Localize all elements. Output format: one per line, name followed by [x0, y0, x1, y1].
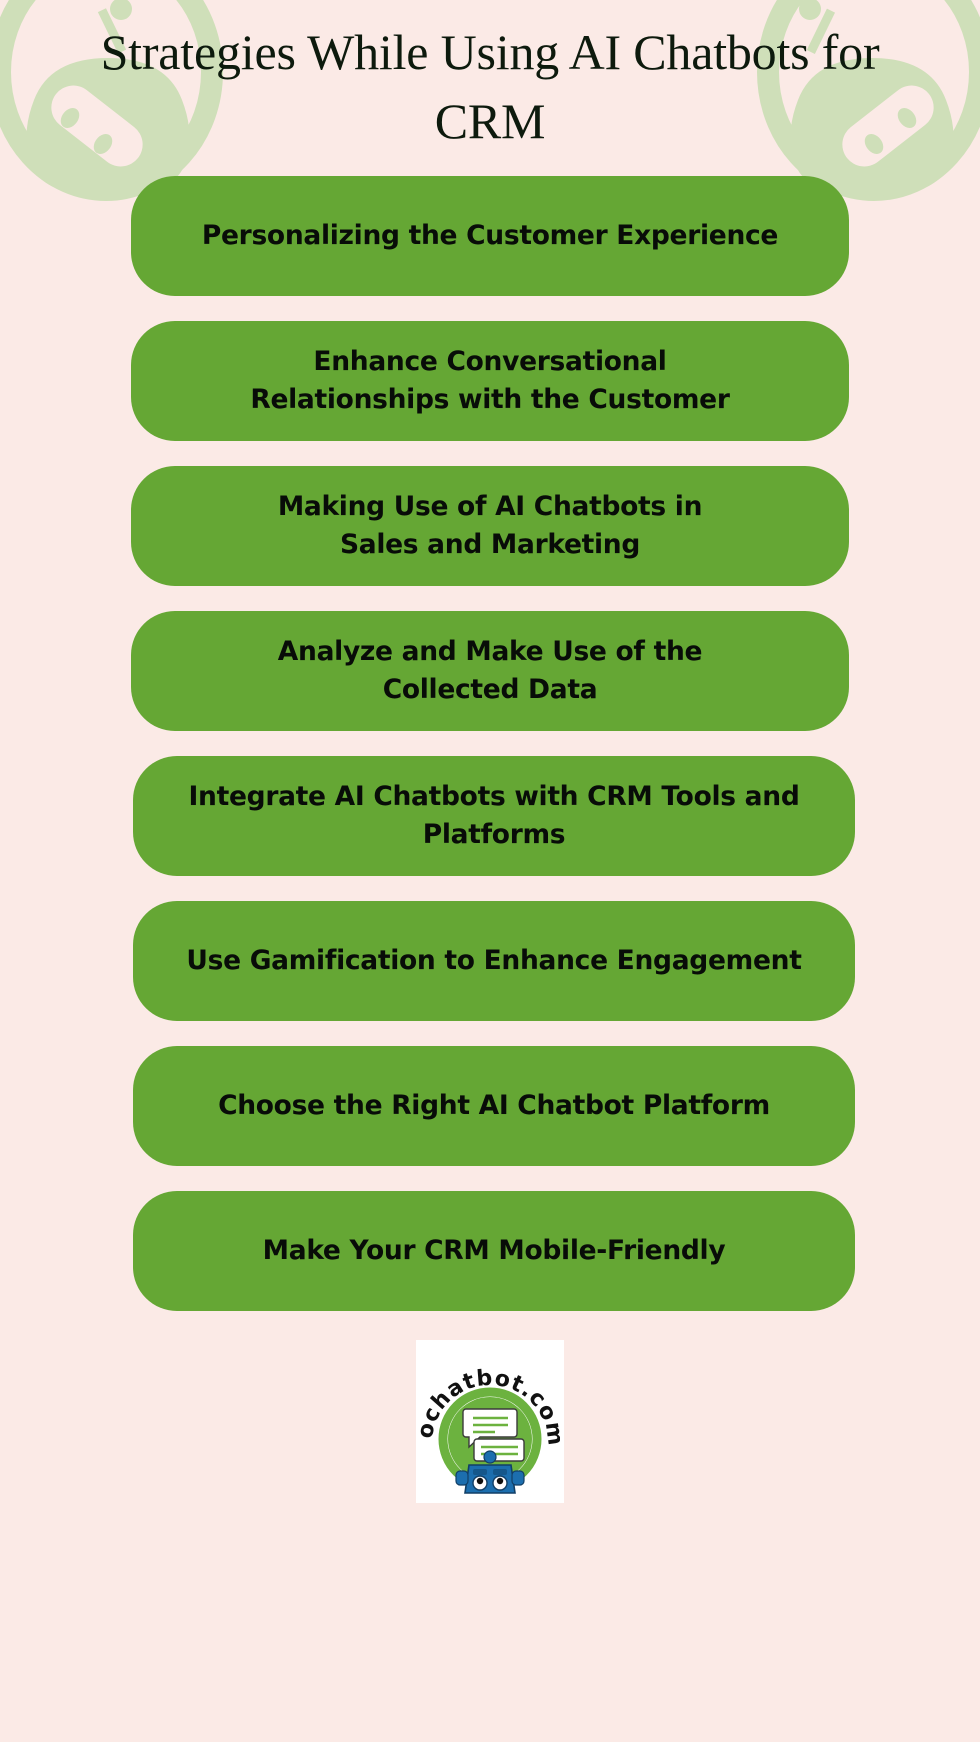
strategy-label: Personalizing the Customer Experience: [201, 220, 779, 252]
infographic-header: Strategies While Using AI Chatbots for C…: [0, 0, 980, 162]
strategy-list: Personalizing the Customer Experience En…: [0, 176, 980, 1336]
strategy-item-4[interactable]: Analyze and Make Use of the Collected Da…: [131, 611, 849, 731]
strategy-item-7[interactable]: Choose the Right AI Chatbot Platform: [133, 1046, 855, 1166]
strategy-item-5[interactable]: Integrate AI Chatbots with CRM Tools and…: [133, 756, 855, 876]
page-title: Strategies While Using AI Chatbots for C…: [100, 24, 880, 149]
strategy-label: Make Your CRM Mobile-Friendly: [262, 1235, 726, 1267]
strategy-label: Choose the Right AI Chatbot Platform: [218, 1090, 770, 1122]
strategy-label: Enhance Conversational Relationships wit…: [250, 346, 730, 415]
infographic-footer: ochatbot.com: [0, 1340, 980, 1503]
robot-icon: [455, 1449, 525, 1494]
strategy-label: Making Use of AI Chatbots in Sales and M…: [277, 491, 703, 560]
strategy-label: Analyze and Make Use of the Collected Da…: [277, 636, 703, 705]
strategy-label: Integrate AI Chatbots with CRM Tools and…: [188, 781, 800, 850]
strategy-label: Use Gamification to Enhance Engagement: [186, 945, 802, 977]
brand-logo[interactable]: ochatbot.com: [416, 1340, 564, 1503]
strategy-item-3[interactable]: Making Use of AI Chatbots in Sales and M…: [131, 466, 849, 586]
strategy-item-8[interactable]: Make Your CRM Mobile-Friendly: [133, 1191, 855, 1311]
strategy-item-2[interactable]: Enhance Conversational Relationships wit…: [131, 321, 849, 441]
strategy-item-1[interactable]: Personalizing the Customer Experience: [131, 176, 849, 296]
strategy-item-6[interactable]: Use Gamification to Enhance Engagement: [133, 901, 855, 1021]
